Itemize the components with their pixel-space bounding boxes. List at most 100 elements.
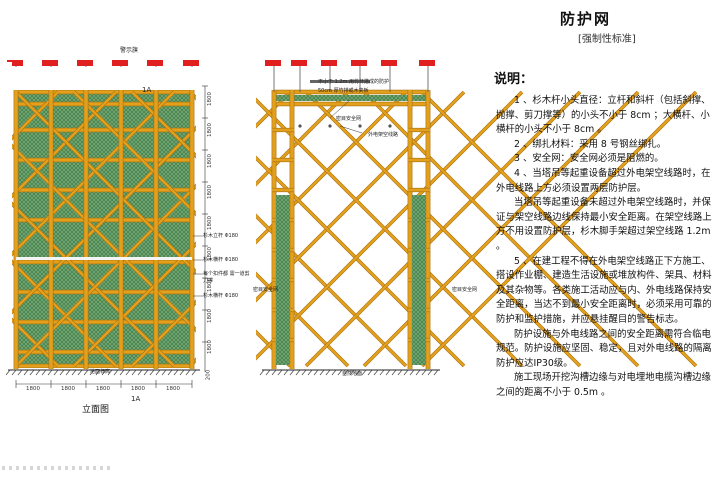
section-left-net-label: 密目安全网 (253, 287, 279, 293)
page-title: 防护网 (560, 10, 612, 28)
bottom-dimension-label: 1800 (96, 386, 110, 392)
side-net-left (276, 195, 290, 365)
ornament-dash (93, 466, 96, 470)
ground-hatch (173, 369, 179, 376)
mask (0, 368, 260, 408)
stripe (16, 257, 192, 260)
notes-heading: 说明： (494, 72, 534, 87)
ground-hatch (385, 369, 391, 376)
ornament-dash (44, 466, 47, 470)
bottom-extra-dimension-label: 200 (205, 369, 212, 381)
warning-flag (183, 60, 199, 66)
ornament-dash (9, 466, 12, 470)
warning-flag (112, 60, 128, 66)
right-dimension-label: 1800 (207, 278, 213, 292)
ground-hatch (179, 369, 185, 376)
section-view (259, 60, 440, 376)
ground-hatch (361, 369, 367, 376)
ground-hatch (137, 369, 143, 376)
section-ground-label: 自然地面 (342, 371, 363, 377)
mask (0, 62, 12, 376)
ornament-dash (2, 466, 5, 470)
bottom-dimension-label: 1800 (26, 386, 40, 392)
ground-hatch (355, 369, 361, 376)
overhead-line-dot (328, 124, 332, 128)
ornament-dash (86, 466, 89, 470)
elevation-view (0, 60, 698, 470)
ground-hatch (53, 369, 59, 376)
note-paragraph: 5 、在建工程不得在外电架空线路正下方施工、搭设作业棚、建造生活设施或堆放构件、… (496, 255, 712, 325)
ground-hatch (415, 369, 421, 376)
notes-body: 1 、杉木杆小头直径：立杆和斜杆（包括斜撑、抛撑、剪刀撑等）的小头不小于 8cm… (496, 94, 712, 400)
ground-hatch (427, 369, 433, 376)
annotation-pole: 杉木立杆 Φ180 (203, 233, 239, 239)
mask (0, 67, 260, 90)
ground-hatch (397, 369, 403, 376)
note-paragraph: 3 、安全网：安全网必须是阻燃的。 (514, 153, 664, 165)
elevation-caption: 立面图 (82, 405, 110, 415)
ground-hatch (283, 369, 289, 376)
ornament-dash (72, 466, 75, 470)
diagonal-brace (0, 91, 117, 210)
section-top-note-2: 50cm 厚竹排或木夹板 (318, 88, 369, 94)
annotation-brace: 每个扣件都 需一道剪刀撑 (203, 271, 250, 284)
ground-hatch (35, 369, 41, 376)
ground-hatch (277, 369, 283, 376)
section-net-label: 密目安全网 (336, 116, 362, 122)
ground-hatch (119, 369, 125, 376)
section-mark-bottom: 1A (131, 395, 141, 403)
overhead-line-dot (388, 124, 392, 128)
ground-hatch (349, 369, 355, 376)
right-dimension-label: 1800 (207, 185, 213, 199)
section-right-net-label: 密目安全网 (452, 287, 478, 293)
bottom-dimension-label: 1800 (131, 386, 145, 392)
ground-hatch (289, 369, 295, 376)
ground-hatch (17, 369, 23, 376)
ground-hatch (307, 369, 313, 376)
note-paragraph: 4 、当塔吊等起重设备超过外电架空线路时，在外电线路上方必须设置两层防护层。 (496, 167, 711, 194)
warning-flag-label: 警示旗 (120, 47, 139, 54)
ground-hatch (65, 369, 71, 376)
ground-hatch (367, 369, 373, 376)
ground-hatch (89, 369, 95, 376)
right-dimension-label: 1800 (207, 309, 213, 323)
ground-hatch (373, 369, 379, 376)
warning-flag (7, 60, 23, 66)
warning-flag (147, 60, 163, 66)
annotation-rail: 杉木横杆 Φ180 (203, 257, 239, 263)
ground-hatch (161, 369, 167, 376)
ground-hatch (403, 369, 409, 376)
ground-hatch (125, 369, 131, 376)
ground-hatch (143, 369, 149, 376)
note-paragraph: 当塔吊等起重设备未超过外电架空线路时，并保证与架空线路边线保持最小安全距离。在架… (496, 197, 712, 252)
ground-hatch (337, 369, 343, 376)
ground-hatch (107, 369, 113, 376)
right-dimension-label: 1800 (207, 154, 213, 168)
warning-flag (419, 60, 435, 66)
ground-hatch (5, 369, 11, 376)
ground-hatch (265, 369, 271, 376)
diagonal-brace (0, 248, 117, 367)
ground-hatch (191, 369, 197, 376)
warning-flag (77, 60, 93, 66)
warning-flag (42, 60, 58, 66)
note-paragraph: 2 、绑扎材料：采用 8 号钢丝绑扎。 (514, 138, 667, 150)
overhead-line-dot (358, 124, 362, 128)
right-dimension-label: 1800 (207, 216, 213, 230)
ground-hatch (113, 369, 119, 376)
ground-hatch (343, 369, 349, 376)
ground-hatch (421, 369, 427, 376)
ground-hatch (23, 369, 29, 376)
ground-hatch (11, 369, 17, 376)
ground-hatch (47, 369, 53, 376)
ground-hatch (77, 369, 83, 376)
ground-hatch (391, 369, 397, 376)
diagonal-brace (0, 306, 59, 367)
warning-flag (265, 60, 281, 66)
page-subtitle: [强制性标准] (578, 34, 636, 45)
ground-hatch (433, 369, 439, 376)
ground-hatch (259, 369, 265, 376)
side-net-right (412, 195, 426, 365)
ground-hatch (101, 369, 107, 376)
ground-hatch (295, 369, 301, 376)
